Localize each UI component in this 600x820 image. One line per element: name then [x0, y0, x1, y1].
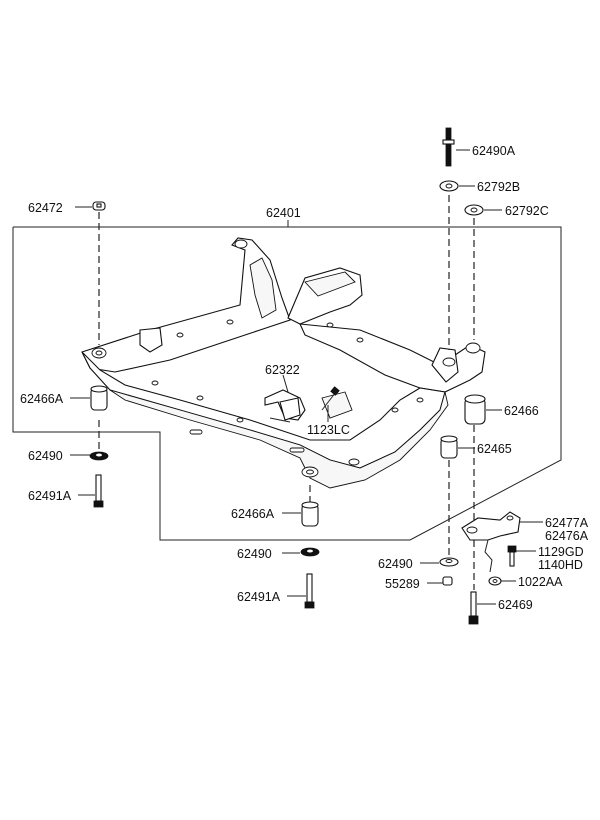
label-55289: 55289 — [385, 577, 420, 591]
part-62491A-left — [93, 474, 104, 508]
part-62490A — [442, 127, 455, 167]
label-62490A: 62490A — [472, 144, 516, 158]
label-62322: 62322 — [265, 363, 300, 377]
part-62792C — [464, 204, 484, 216]
label-62792C: 62792C — [505, 204, 549, 218]
label-1140HD: 1140HD — [538, 558, 583, 572]
label-1129GD: 1129GD — [538, 545, 584, 559]
label-62792B: 62792B — [477, 180, 520, 194]
label-62466A-left: 62466A — [20, 392, 64, 406]
subframe-crossmember — [81, 237, 486, 489]
label-1022AA: 1022AA — [518, 575, 563, 589]
part-62466A-left — [90, 385, 108, 411]
label-62466A-bottom: 62466A — [231, 507, 275, 521]
label-62469: 62469 — [498, 598, 533, 612]
label-62472: 62472 — [28, 201, 63, 215]
part-62469 — [468, 591, 479, 625]
label-62490-bottom: 62490 — [237, 547, 272, 561]
label-62490-left: 62490 — [28, 449, 63, 463]
part-62322 — [264, 389, 306, 423]
part-55289 — [442, 576, 453, 586]
part-62490-right — [439, 557, 459, 567]
part-1022AA — [488, 576, 502, 586]
label-62466: 62466 — [504, 404, 539, 418]
part-62490-bottom — [300, 547, 320, 557]
part-62491A-bottom — [304, 573, 315, 609]
part-1123LC — [321, 386, 340, 411]
label-62490-right: 62490 — [378, 557, 413, 571]
label-62491A-left: 62491A — [28, 489, 72, 503]
label-62465: 62465 — [477, 442, 512, 456]
part-62465 — [440, 435, 458, 459]
label-62476A: 62476A — [545, 529, 589, 543]
label-62491A-bottom: 62491A — [237, 590, 281, 604]
part-62472 — [92, 201, 106, 211]
label-62401: 62401 — [266, 206, 301, 220]
leader-lines — [70, 149, 543, 605]
label-1123LC: 1123LC — [307, 423, 350, 437]
part-62466A-bottom — [301, 501, 319, 527]
part-62792B — [439, 180, 459, 192]
label-62477A: 62477A — [545, 516, 589, 530]
assembly-boundary — [12, 226, 562, 541]
part-62477A-62476A-bracket — [461, 511, 521, 573]
part-1129GD-bolt — [507, 545, 517, 567]
part-62490-left — [89, 451, 109, 461]
part-62466 — [464, 394, 486, 425]
